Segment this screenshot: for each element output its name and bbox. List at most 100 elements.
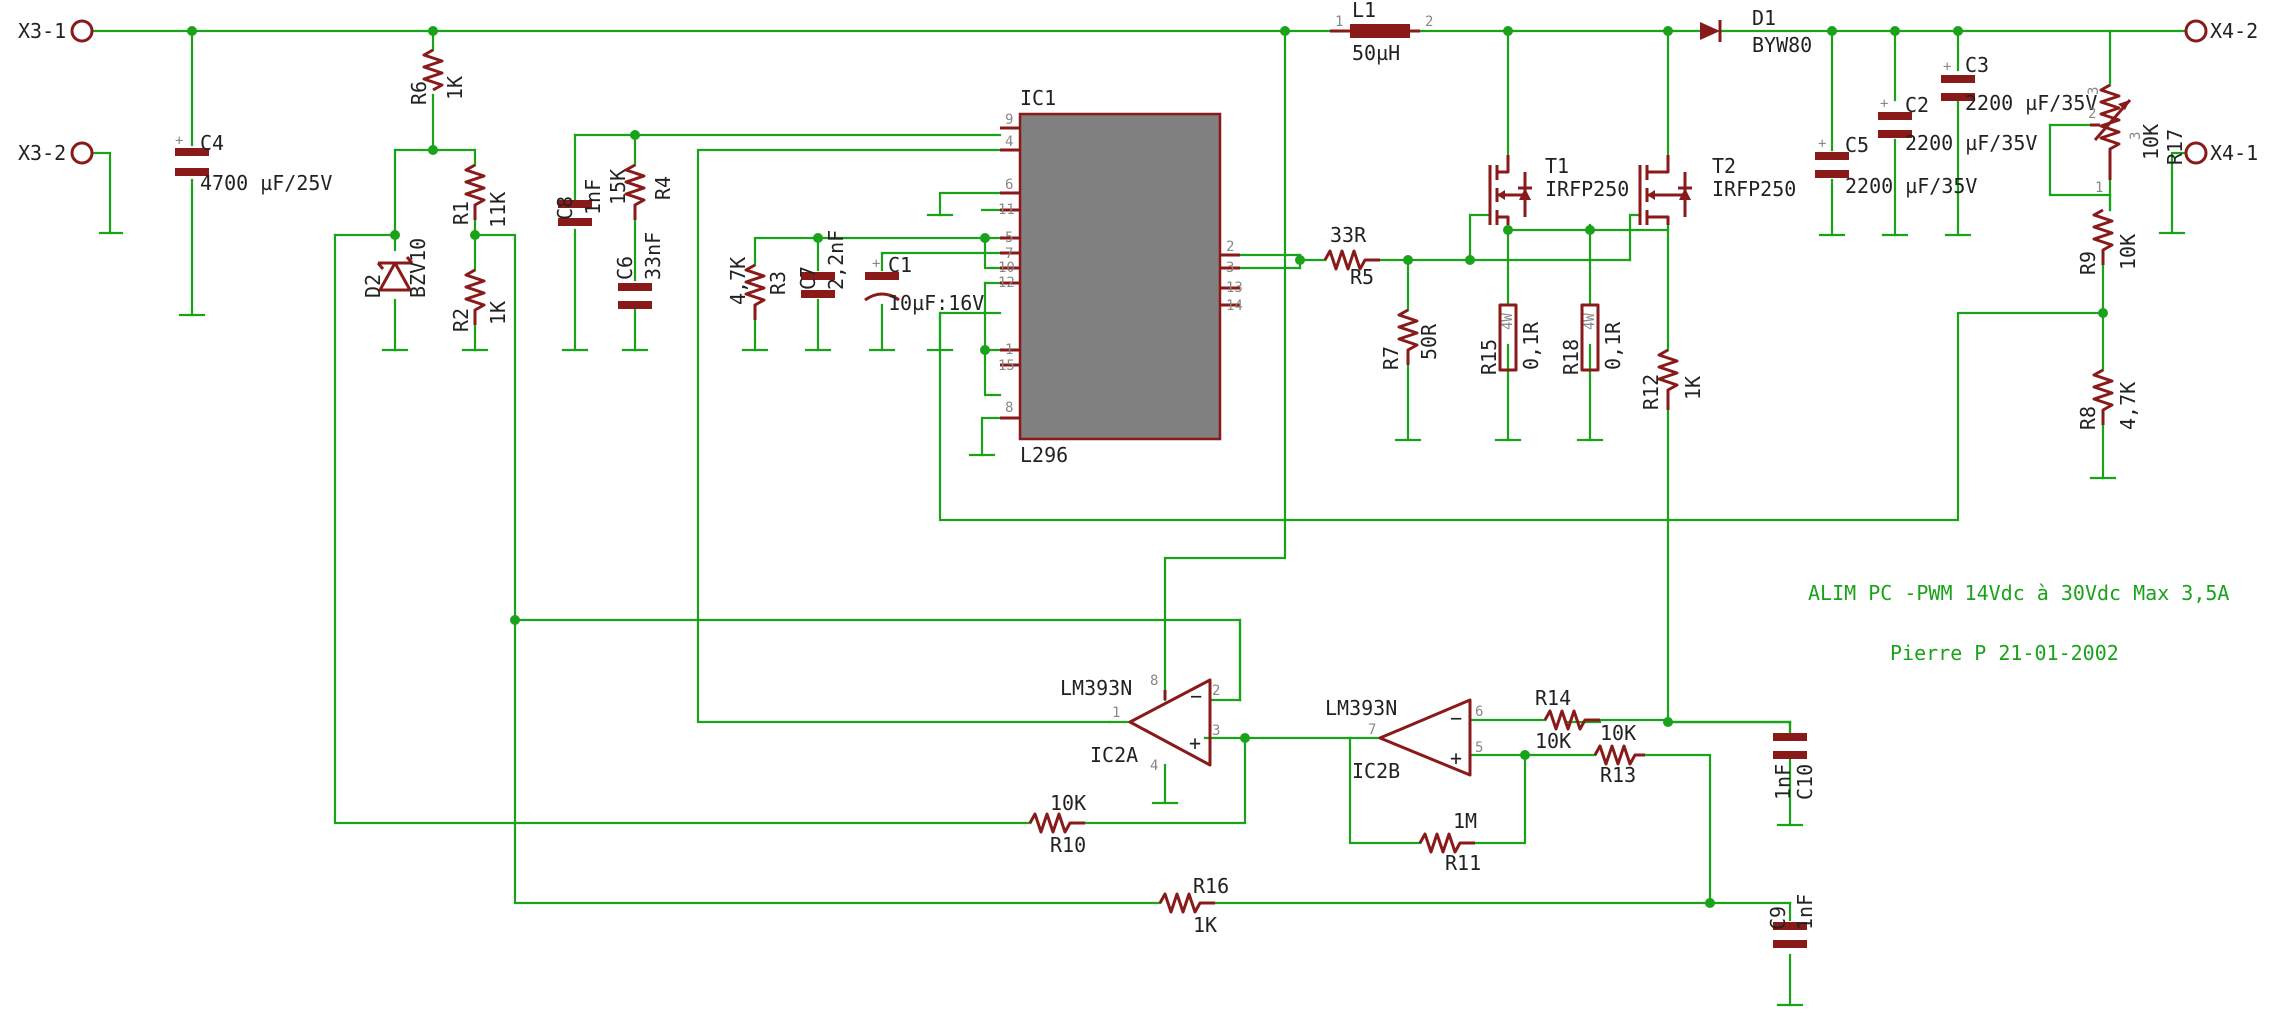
connector-x4-1-label: X4-1 <box>2210 141 2258 165</box>
c5-name: C5 <box>1845 133 1869 157</box>
c3-name: C3 <box>1965 53 1989 77</box>
c7-value: 2,2nF <box>824 230 848 290</box>
resistor-r16: R16 1K <box>1158 874 1229 937</box>
r3-value: 4,7K <box>726 257 750 305</box>
r3-name: R3 <box>766 271 790 295</box>
r13-name: R13 <box>1600 763 1636 787</box>
r12-value: 1K <box>1681 376 1705 400</box>
connector-x4-2: X4-2 <box>2184 19 2258 43</box>
resistor-r2: R2 1K <box>449 268 510 332</box>
r1-name: R1 <box>449 201 473 225</box>
r10-value: 10K <box>1050 791 1086 815</box>
c3-value: 2200 µF/35V <box>1965 91 2097 115</box>
resistor-r4: 15K R4 <box>606 163 675 220</box>
ic2a-pin: 2 <box>1212 683 1220 699</box>
ic1-pin: 9 <box>1005 112 1013 128</box>
c1-value: 10µF:16V <box>888 291 984 315</box>
resistor-r15: 4W R15 0,1R <box>1477 303 1543 375</box>
ic1-name: IC1 <box>1020 86 1056 110</box>
connector-x3-2-label: X3-2 <box>18 141 66 165</box>
resistor-r5: 33R R5 <box>1323 223 1380 289</box>
resistor-r14: R14 10K <box>1535 686 1600 753</box>
r12-name: R12 <box>1639 374 1663 410</box>
resistor-r7: R7 50R <box>1379 308 1441 370</box>
diode-d1: D1 BYW80 <box>1700 6 1812 57</box>
capacitor-c6: C6 33nF <box>613 232 665 309</box>
ic1-pin: 10 <box>998 260 1015 276</box>
ic1-pin: 12 <box>998 275 1015 291</box>
capacitor-c3: + C3 2200 µF/35V <box>1941 53 2097 115</box>
capacitor-c8: C8 1nF <box>553 179 605 226</box>
r14-value: 10K <box>1535 729 1571 753</box>
connector-x4-2-label: X4-2 <box>2210 19 2258 43</box>
r7-name: R7 <box>1379 346 1403 370</box>
d1-value: BYW80 <box>1752 33 1812 57</box>
opamp-ic2a: + − LM393N IC2A 8 2 1 3 4 <box>1060 673 1220 774</box>
resistor-r8: R8 4,7K <box>2076 368 2140 430</box>
potentiometer-r17: 2 1 3 3 10K R17 <box>2086 83 2187 196</box>
r4-name: R4 <box>651 176 675 200</box>
resistor-r1: R1 11K <box>449 163 510 228</box>
c4-value: 4700 µF/25V <box>200 171 332 195</box>
ic2a-pin: 1 <box>1112 705 1120 721</box>
connector-x4-1: X4-1 <box>2184 141 2258 165</box>
ic2b-part: LM393N <box>1325 696 1397 720</box>
resistor-r18: 4W R18 0,1R <box>1559 303 1625 375</box>
c2-name: C2 <box>1905 93 1929 117</box>
l1-pin: 1 <box>1335 14 1343 30</box>
d2-name: D2 <box>361 274 385 298</box>
r11-name: R11 <box>1445 851 1481 875</box>
l1-value: 50µH <box>1352 41 1400 65</box>
ic2a-part: LM393N <box>1060 676 1132 700</box>
d1-name: D1 <box>1752 6 1776 30</box>
r15-value: 0,1R <box>1519 321 1543 370</box>
resistor-r6: R6 1K <box>407 48 467 105</box>
t2-name: T2 <box>1712 154 1736 178</box>
resistor-r3: 4,7K R3 <box>726 257 790 320</box>
resistor-r10: 10K R10 <box>1028 791 1086 857</box>
svg-text:+: + <box>1880 96 1888 112</box>
mosfet-t1: T1 IRFP250 <box>1488 154 1629 225</box>
ic1-pin: 6 <box>1005 177 1013 193</box>
r17-pin: 3 <box>2086 87 2102 95</box>
c9-name: C9 <box>1766 906 1790 930</box>
resistor-r12: R12 1K <box>1639 348 1705 410</box>
zener-d2: D2 BZV10 <box>361 238 430 298</box>
svg-text:+: + <box>175 133 183 149</box>
ic2b-minus: − <box>1450 706 1462 730</box>
r16-name: R16 <box>1193 874 1229 898</box>
ground-symbols <box>98 213 2186 1007</box>
r17-name: R17 <box>2163 129 2187 165</box>
ic1-pin: 11 <box>998 202 1015 218</box>
r18-tag: 4W <box>1582 313 1598 330</box>
ic1-pin: 14 <box>1226 298 1243 314</box>
l1-name: L1 <box>1352 0 1376 22</box>
c6-value: 33nF <box>641 232 665 280</box>
r8-value: 4,7K <box>2116 382 2140 430</box>
connector-x3-2: X3-2 <box>18 141 94 165</box>
ic2b-pin: 7 <box>1368 722 1376 738</box>
ic2a-pin: 4 <box>1150 758 1158 774</box>
capacitor-c4: + C4 4700 µF/25V <box>175 131 332 195</box>
r6-value: 1K <box>443 76 467 100</box>
c8-value: 1nF <box>581 179 605 215</box>
t2-value: IRFP250 <box>1712 177 1796 201</box>
c2-value: 2200 µF/35V <box>1905 131 2037 155</box>
ic1-pin: 2 <box>1226 239 1234 255</box>
capacitor-c2: + C2 2200 µF/35V <box>1878 93 2037 155</box>
ic2b-pin: 5 <box>1475 740 1483 756</box>
ic2a-pin: 8 <box>1150 673 1158 689</box>
r9-value: 10K <box>2116 234 2140 270</box>
ic1-l296: IC1 L296 9 4 6 11 5 7 10 12 1 15 8 2 3 1… <box>998 86 1243 467</box>
c7-name: C7 <box>796 266 820 290</box>
c1-name: C1 <box>888 253 912 277</box>
wires <box>91 29 2187 1007</box>
capacitor-c9: C9 1nF <box>1766 894 1817 948</box>
c9-value: 1nF <box>1793 894 1817 930</box>
ic1-pin: 5 <box>1005 230 1013 246</box>
inductor-l1: L1 50µH 1 2 <box>1330 0 1433 65</box>
capacitor-c10: 1nF C10 <box>1771 733 1817 800</box>
d2-value: BZV10 <box>406 238 430 298</box>
junction-dots <box>187 26 2108 908</box>
